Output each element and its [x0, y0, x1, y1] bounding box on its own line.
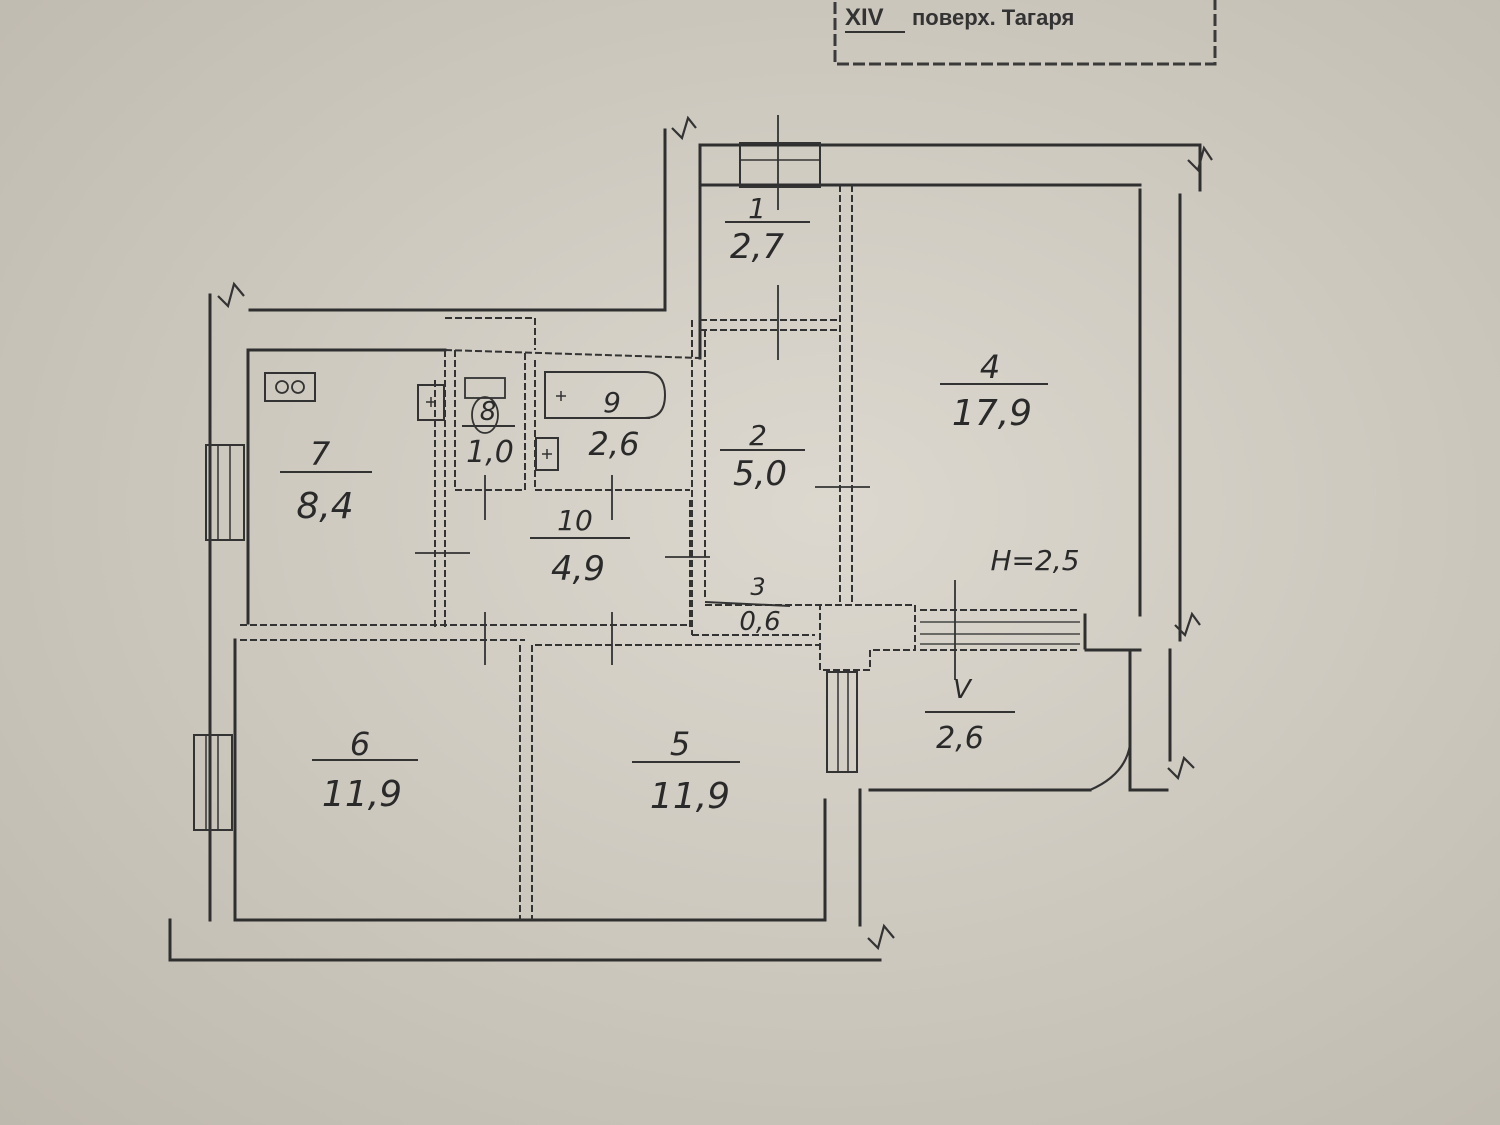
room-number-7: 7 — [310, 435, 331, 473]
room-area-9: 2,6 — [589, 425, 640, 463]
room-area-5: 11,9 — [650, 776, 730, 817]
ceiling-height: H=2,5 — [990, 544, 1079, 577]
room-area-4: 17,9 — [952, 393, 1032, 434]
room-number-4: 4 — [980, 348, 1000, 386]
room-number-10: 10 — [557, 504, 593, 537]
room-label-10: 10 4,9 — [530, 504, 630, 589]
room-label-6: 6 11,9 — [312, 725, 418, 815]
room-number-3: 3 — [750, 573, 765, 601]
room-area-8: 1,0 — [466, 435, 514, 470]
room-number-1: 1 — [748, 192, 766, 225]
room-label-4: 4 17,9 — [940, 348, 1048, 434]
room-label-1: 1 2,7 — [725, 192, 810, 267]
stamp-text: поверх. Тагаря — [912, 5, 1074, 30]
room-label-V: V 2,6 — [925, 675, 1015, 756]
windows — [193, 142, 858, 831]
room-number-V: V — [953, 675, 973, 705]
room-label-3: 3 0,6 — [739, 573, 780, 637]
room-number-9: 9 — [603, 386, 621, 419]
stamp: XIV поверх. Тагаря — [833, 0, 1217, 66]
room-label-2: 2 5,0 — [720, 419, 805, 494]
room-label-5: 5 11,9 — [632, 725, 740, 817]
room-label-9: 9 2,6 — [580, 386, 650, 463]
room-area-7: 8,4 — [296, 486, 353, 527]
room-area-V: 2,6 — [936, 721, 984, 756]
room-area-10: 4,9 — [551, 549, 605, 589]
room-area-2: 5,0 — [733, 454, 787, 494]
kitchen-sink-icon — [417, 384, 445, 421]
door-marks — [415, 115, 956, 680]
break-marks — [217, 115, 1213, 951]
stove-icon — [264, 372, 316, 402]
room-label-7: 7 8,4 — [280, 435, 372, 527]
room-number-5: 5 — [670, 725, 690, 763]
washbasin-icon — [535, 437, 559, 471]
room-area-3: 0,6 — [739, 607, 780, 637]
room-number-2: 2 — [749, 419, 767, 452]
room-label-8: 8 1,0 — [462, 397, 515, 470]
room-area-1: 2,7 — [730, 227, 784, 267]
room-number-8: 8 — [480, 397, 497, 427]
outer-walls — [168, 128, 1202, 962]
stamp-floor-number: XIV — [845, 4, 884, 31]
toilet-icon — [464, 377, 506, 434]
room-area-6: 11,9 — [322, 774, 402, 815]
interior-walls — [240, 185, 1080, 920]
room-number-6: 6 — [350, 725, 370, 763]
